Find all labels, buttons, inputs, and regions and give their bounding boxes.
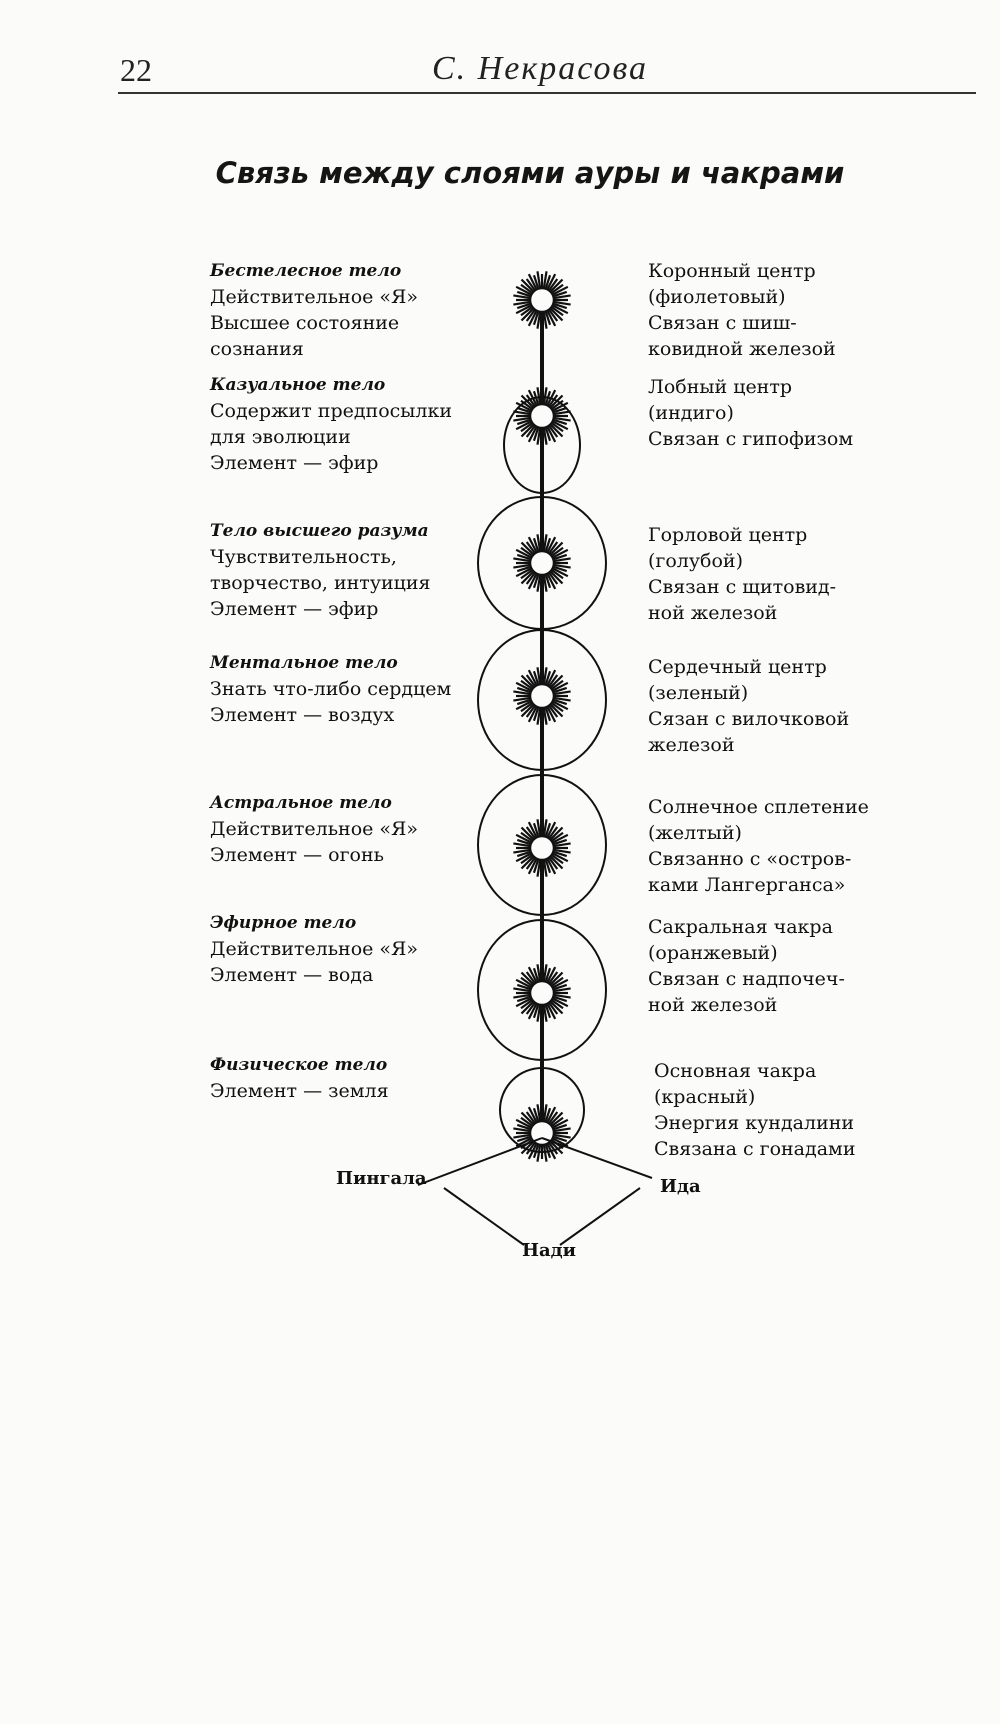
layer-line: Элемент — вода — [210, 964, 374, 986]
chakra-line: ками Лангерганса» — [648, 874, 846, 896]
chakra-right-1: Коронный центр (фиолетовый) Связан с шиш… — [648, 258, 836, 362]
chakra-right-4: Сердечный центр (зеленый) Сязан с вилочк… — [648, 654, 849, 758]
chakra-symbol-2 — [513, 387, 571, 445]
chakra-line: (голубой) — [648, 550, 744, 572]
ida-label: Ида — [660, 1176, 701, 1197]
figure-title: Связь между слоями ауры и чакрами — [215, 156, 845, 190]
chakra-line: Энергия кундалини — [654, 1112, 855, 1134]
layer-heading: Эфирное тело — [210, 913, 357, 933]
chakra-line: Коронный центр — [648, 260, 816, 282]
layer-left-5: Астральное тело Действительное «Я» Элеме… — [210, 790, 418, 868]
pingala-label: Пингала — [336, 1168, 427, 1189]
chakra-line: (зеленый) — [648, 682, 749, 704]
chakra-line: Сердечный центр — [648, 656, 827, 678]
chakra-line: Связан с шиш- — [648, 312, 797, 334]
layer-line: Действительное «Я» — [210, 938, 419, 960]
chakra-symbol-7 — [513, 1104, 571, 1162]
layer-heading: Казуальное тело — [210, 375, 386, 395]
layer-left-1: Бестелесное тело Действительное «Я» Высш… — [210, 258, 418, 362]
layer-heading: Бестелесное тело — [210, 261, 402, 281]
chakra-symbol-5 — [513, 819, 571, 877]
ida-line — [541, 1137, 653, 1179]
chakra-line: Сакральная чакра — [648, 916, 833, 938]
chakra-line: Горловой центр — [648, 524, 808, 546]
chakra-right-6: Сакральная чакра (оранжевый) Связан с на… — [648, 914, 845, 1018]
chakra-line: (красный) — [654, 1086, 756, 1108]
layer-line: Элемент — огонь — [210, 844, 384, 866]
chakra-right-7: Основная чакра (красный) Энергия кундали… — [654, 1058, 855, 1162]
header-rule — [118, 92, 976, 94]
chakra-right-5: Солнечное сплетение (желтый) Связанно с … — [648, 794, 869, 898]
layer-left-4: Ментальное тело Знать что-либо сердцем Э… — [210, 650, 451, 728]
layer-left-3: Тело высшего разума Чувствительность, тв… — [210, 518, 431, 622]
chakra-line: (желтый) — [648, 822, 742, 844]
layer-left-6: Эфирное тело Действительное «Я» Элемент … — [210, 910, 418, 988]
layer-line: Элемент — эфир — [210, 598, 379, 620]
nadi-lines — [417, 1137, 653, 1246]
pingala-line — [417, 1137, 543, 1186]
layer-line: сознания — [210, 338, 304, 360]
chakra-right-2: Лобный центр (индиго) Связан с гипофизом — [648, 374, 853, 452]
chakra-symbol-6 — [513, 964, 571, 1022]
page-author: С. Некрасова — [432, 50, 648, 87]
layer-left-7: Физическое тело Элемент — земля — [210, 1052, 389, 1104]
layer-line: Знать что-либо сердцем — [210, 678, 452, 700]
chakra-line: железой — [648, 734, 735, 756]
chakra-line: (индиго) — [648, 402, 734, 424]
chakra-line: ковидной железой — [648, 338, 836, 360]
layer-line: Действительное «Я» — [210, 818, 419, 840]
chakra-line: Связанно с «остров- — [648, 848, 852, 870]
layer-line: творчество, интуиция — [210, 572, 431, 594]
chakra-line: (оранжевый) — [648, 942, 778, 964]
layer-heading: Физическое тело — [210, 1055, 388, 1075]
layer-heading: Тело высшего разума — [210, 521, 429, 541]
layer-line: Элемент — земля — [210, 1080, 389, 1102]
layer-heading: Ментальное тело — [210, 653, 398, 673]
layer-line: Содержит предпосылки — [210, 400, 453, 422]
layer-left-2: Казуальное тело Содержит предпосылки для… — [210, 372, 452, 476]
chakra-line: Сязан с вилочковой — [648, 708, 850, 730]
nadi-right-line — [559, 1187, 641, 1246]
chakra-symbol-3 — [513, 534, 571, 592]
layer-heading: Астральное тело — [210, 793, 392, 813]
chakra-line: ной железой — [648, 994, 778, 1016]
chakra-line: Лобный центр — [648, 376, 793, 398]
layer-line: Действительное «Я» — [210, 286, 419, 308]
layer-line: для эволюции — [210, 426, 351, 448]
nadi-label: Нади — [522, 1240, 577, 1261]
layer-line: Элемент — воздух — [210, 704, 395, 726]
chakra-right-3: Горловой центр (голубой) Связан с щитови… — [648, 522, 836, 626]
chakra-line: ной железой — [648, 602, 778, 624]
chakra-line: Связан с щитовид- — [648, 576, 837, 598]
chakra-symbols — [513, 271, 571, 1162]
chakra-line: Солнечное сплетение — [648, 796, 869, 818]
chakra-line: Связана с гонадами — [654, 1138, 856, 1160]
chakra-line: Связан с гипофизом — [648, 428, 854, 450]
layer-line: Элемент — эфир — [210, 452, 379, 474]
layer-line: Высшее состояние — [210, 312, 400, 334]
chakra-symbol-1 — [513, 271, 571, 329]
chakra-line: Связан с надпочеч- — [648, 968, 845, 990]
chakra-line: (фиолетовый) — [648, 286, 786, 308]
chakra-symbol-4 — [513, 667, 571, 725]
chakra-line: Основная чакра — [654, 1060, 817, 1082]
nadi-left-line — [443, 1187, 525, 1246]
layer-line: Чувствительность, — [210, 546, 397, 568]
page-number: 22 — [120, 52, 152, 88]
